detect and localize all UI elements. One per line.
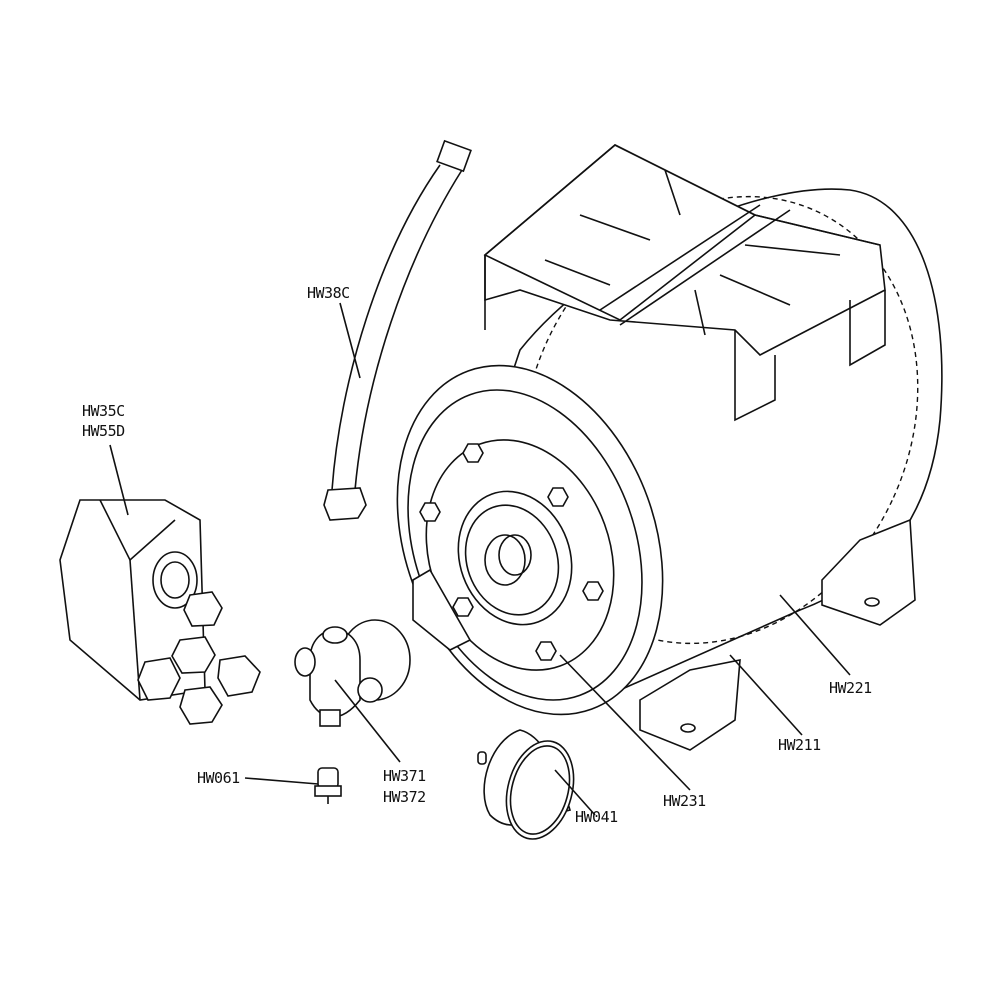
bolt-icons bbox=[419, 443, 604, 661]
label-hw221: HW221 bbox=[829, 679, 872, 697]
pressure-switch-drawing bbox=[59, 499, 261, 725]
label-hw041: HW041 bbox=[575, 808, 618, 826]
gauge-drawing bbox=[477, 729, 575, 840]
label-hw061: HW061 bbox=[197, 769, 240, 787]
label-hw38c: HW38C bbox=[307, 284, 350, 302]
label-hw231: HW231 bbox=[663, 792, 706, 810]
hose-drawing bbox=[323, 139, 472, 521]
label-hw211: HW211 bbox=[778, 736, 821, 754]
label-hw55d: HW55D bbox=[82, 422, 125, 440]
label-hw371: HW371 bbox=[383, 767, 426, 785]
five-way-connector-drawing bbox=[294, 619, 411, 727]
label-hw35c: HW35C bbox=[82, 402, 125, 420]
tank-drawing bbox=[396, 144, 943, 751]
label-hw372: HW372 bbox=[383, 788, 426, 806]
leader-lines bbox=[109, 302, 851, 816]
small-fitting-drawing bbox=[314, 767, 342, 804]
